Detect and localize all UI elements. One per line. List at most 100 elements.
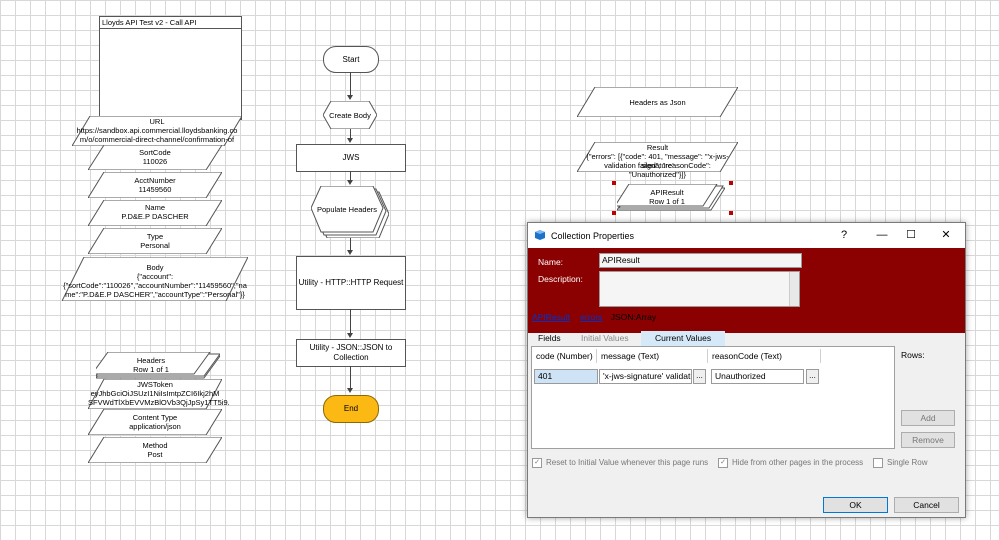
column-header-message[interactable]: message (Text) — [598, 349, 708, 363]
data-item-sortcode[interactable]: SortCode 110026 — [88, 145, 222, 170]
name-value: P.D&E.P DASCHER — [121, 212, 189, 221]
ok-button[interactable]: OK — [823, 497, 888, 513]
url-value-2: m/o/commercial-direct-channel/confirmati… — [79, 135, 235, 144]
populate-headers-label: Populate Headers — [316, 205, 378, 214]
body-line-3: me":"P.D&E.P DASCHER","accountType":"Per… — [65, 290, 245, 299]
close-button[interactable]: ✕ — [941, 229, 951, 241]
breadcrumb-errors-link[interactable]: errors — [580, 312, 603, 322]
content-type-value: application/json — [129, 422, 181, 431]
tab-current-values[interactable]: Current Values — [641, 331, 726, 346]
reasoncode-edit-button[interactable]: ... — [806, 369, 819, 384]
data-item-type[interactable]: Type Personal — [88, 228, 222, 254]
data-item-acctnumber[interactable]: AcctNumber 11459560 — [88, 172, 222, 198]
collection-apiresult[interactable]: APIResult Row 1 of 1 — [617, 184, 725, 212]
acctnumber-label: AcctNumber — [134, 176, 176, 185]
json-to-collection-stage[interactable]: Utility - JSON::JSON to Collection — [296, 339, 406, 367]
app-icon — [535, 230, 545, 240]
cell-code[interactable]: 401 — [534, 369, 598, 384]
help-button[interactable]: ? — [840, 229, 848, 241]
populate-headers-stage[interactable]: Populate Headers — [311, 186, 389, 238]
dialog-header-band: Name: APIResult Description: — [528, 248, 965, 333]
hide-checkbox-label: Hide from other pages in the process — [732, 458, 864, 468]
headers-value: Row 1 of 1 — [133, 365, 169, 374]
data-item-result[interactable]: Result {"errors": [{"code": 401, "messag… — [577, 142, 738, 179]
data-item-headers-as-json[interactable]: Headers as Json — [577, 87, 738, 117]
dialog-titlebar[interactable]: Collection Properties ? — ☐ ✕ — [528, 223, 965, 248]
end-stage[interactable]: End — [323, 395, 379, 423]
tab-fields[interactable]: Fields — [538, 333, 561, 343]
cell-reasoncode[interactable]: Unauthorized — [711, 369, 804, 384]
jwstoken-line-1: eyJhbGciOiJSUzI1NiIsImtpZCI6Ikj2hM — [90, 389, 220, 398]
column-header-reasoncode[interactable]: reasonCode (Text) — [709, 349, 821, 363]
remove-row-button[interactable]: Remove — [901, 432, 955, 448]
headers-as-json-label: Headers as Json — [629, 98, 686, 107]
connector-arrow — [347, 72, 353, 100]
connector-arrow — [347, 238, 353, 255]
reset-checkbox[interactable]: ✓ Reset to Initial Value whenever this pa… — [532, 458, 708, 468]
description-scrollbar[interactable] — [789, 272, 799, 306]
maximize-button[interactable]: ☐ — [906, 229, 916, 241]
data-item-body[interactable]: Body {"account": {"sortCode":"110026","a… — [62, 257, 248, 301]
description-input[interactable] — [599, 271, 800, 307]
minimize-button[interactable]: — — [876, 229, 888, 241]
data-item-jwstoken[interactable]: JWSToken eyJhbGciOiJSUzI1NiIsImtpZCI6Ikj… — [88, 379, 230, 409]
http-request-stage[interactable]: Utility - HTTP::HTTP Request — [296, 256, 406, 310]
result-line-1: {"errors": [{"code": 401, "message": "'x… — [586, 152, 729, 170]
jwstoken-label: JWSToken — [137, 380, 173, 389]
reset-checkbox-box[interactable]: ✓ — [532, 458, 542, 468]
selection-handle[interactable] — [612, 181, 616, 185]
jwstoken-line-2: SFVWdTlXbEVVMzBlOVb3QjJpSy1TT5i9. — [88, 398, 230, 407]
result-label: Result — [646, 143, 669, 152]
message-edit-button[interactable]: ... — [693, 369, 706, 384]
cell-message[interactable]: 'x-jws-signature' validation — [599, 369, 692, 384]
single-row-checkbox[interactable]: Single Row — [873, 458, 927, 468]
name-label: Name — [144, 203, 165, 212]
type-label: Type — [146, 232, 164, 241]
description-label: Description: — [538, 274, 583, 284]
selection-handle[interactable] — [729, 181, 733, 185]
connector-arrow — [347, 129, 353, 143]
json-stage-line-1: Utility - JSON::JSON to — [309, 343, 393, 352]
create-body-label: Create Body — [329, 111, 371, 120]
data-item-url[interactable]: URL https://sandbox.api.commercial.lloyd… — [72, 116, 242, 146]
breadcrumb-row: APIResult errors JSON:Array — [532, 312, 656, 322]
end-label: End — [343, 404, 359, 413]
rows-label: Rows: — [901, 350, 925, 360]
hide-checkbox-box[interactable]: ✓ — [718, 458, 728, 468]
result-line-2: validation failed", "reasonCode": "Unaut… — [604, 161, 711, 179]
selection-handle[interactable] — [729, 211, 733, 215]
page-info-box[interactable]: Lloyds API Test v2 - Call API — [99, 16, 242, 120]
data-item-method[interactable]: Method Post — [88, 437, 222, 463]
breadcrumb-apiresult-link[interactable]: APIResult — [532, 312, 570, 322]
data-item-name[interactable]: Name P.D&E.P DASCHER — [88, 200, 222, 226]
selection-handle[interactable] — [612, 211, 616, 215]
type-value: Personal — [140, 241, 170, 250]
column-header-code[interactable]: code (Number) — [533, 349, 597, 363]
acctnumber-value: 11459560 — [138, 185, 172, 194]
values-grid[interactable]: code (Number) message (Text) reasonCode … — [531, 346, 895, 449]
add-row-button[interactable]: Add — [901, 410, 955, 426]
name-input[interactable]: APIResult — [599, 253, 802, 268]
method-value: Post — [147, 450, 163, 459]
jws-stage[interactable]: JWS — [296, 144, 406, 172]
tab-initial-values[interactable]: Initial Values — [581, 333, 629, 343]
apiresult-label: APIResult — [650, 188, 684, 197]
data-item-content-type[interactable]: Content Type application/json — [88, 409, 222, 435]
single-row-checkbox-label: Single Row — [887, 458, 928, 468]
jws-label: JWS — [342, 153, 360, 162]
collection-headers[interactable]: Headers Row 1 of 1 — [96, 352, 220, 380]
collection-properties-dialog: Collection Properties ? — ☐ ✕ Name: APIR… — [527, 222, 966, 518]
start-stage[interactable]: Start — [323, 46, 379, 73]
sortcode-label: SortCode — [139, 148, 171, 157]
name-input-value: APIResult — [602, 255, 640, 265]
hide-checkbox[interactable]: ✓ Hide from other pages in the process — [718, 458, 863, 468]
connector-arrow — [347, 309, 353, 338]
single-row-checkbox-box[interactable] — [873, 458, 883, 468]
sortcode-value: 110026 — [142, 157, 168, 166]
content-type-label: Content Type — [132, 413, 178, 422]
reset-checkbox-label: Reset to Initial Value whenever this pag… — [546, 458, 709, 468]
body-label: Body — [146, 263, 164, 272]
cancel-button[interactable]: Cancel — [894, 497, 959, 513]
connector-arrow — [347, 171, 353, 185]
create-body-stage[interactable]: Create Body — [323, 101, 377, 129]
